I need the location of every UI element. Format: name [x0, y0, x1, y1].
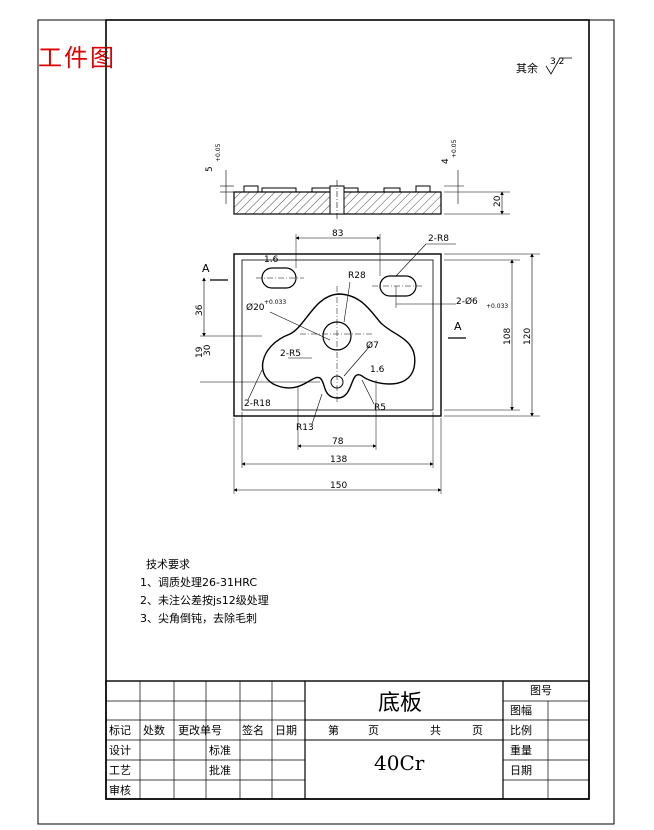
roughness-value: 3.2 — [550, 57, 564, 67]
title-block — [105, 680, 590, 800]
section-view: 20 5 +0.05 4 +0.05 — [205, 139, 510, 220]
technical-notes: 技术要求 1、调质处理26-31HRC 2、未注公差按js12级处理 3、尖角倒… — [140, 558, 269, 625]
header-title: 工件图 — [38, 44, 116, 72]
dim-dia7: Ø7 — [366, 340, 379, 351]
page-label: 第 — [328, 723, 339, 737]
note-item-2: 2、未注公差按js12级处理 — [140, 593, 269, 607]
note-item-3: 3、尖角倒钝，去除毛刺 — [140, 611, 257, 625]
plan-view: 83 2-R8 R28 Ø20 +0.033 2-Ø6 +0.033 36 19… — [195, 229, 540, 494]
inner-border — [105, 19, 590, 800]
notes-heading: 技术要求 — [146, 558, 190, 571]
material: 40Cr — [374, 751, 425, 775]
dim-w138: 138 — [330, 455, 347, 465]
row-label-date: 日期 — [275, 724, 297, 737]
dim-hole-r: R28 — [348, 271, 366, 281]
dim-r5-2: 2-R5 — [280, 349, 301, 359]
dim-depth-b: 4 — [441, 158, 451, 164]
dim-d30: 30 — [203, 344, 213, 356]
review-label: 审核 — [109, 783, 131, 797]
dim-w83: 83 — [332, 229, 343, 239]
roughness-mark: 其余 3.2 — [516, 57, 572, 75]
row-label-change: 更改单号 — [178, 723, 222, 737]
dim-r13: R13 — [296, 423, 314, 433]
standard-label: 标准 — [209, 743, 231, 757]
dim-d19: 19 — [195, 346, 205, 358]
note-item-1: 1、调质处理26-31HRC — [140, 576, 257, 589]
weight-label: 重量 — [510, 743, 532, 757]
dim-thickness: 20 — [493, 195, 503, 207]
part-name: 底板 — [378, 691, 422, 716]
sheet-label: 图幅 — [510, 704, 532, 717]
ra-mid: 1.6 — [370, 365, 385, 375]
dim-slot-r: 2-R8 — [428, 234, 449, 244]
row-label-count: 处数 — [143, 724, 165, 737]
total-unit: 页 — [472, 724, 483, 737]
process-label: 工艺 — [109, 764, 131, 777]
dim-w150: 150 — [330, 481, 347, 491]
drawing-no-label: 图号 — [530, 684, 552, 697]
dim-depth-b-tol: +0.05 — [451, 139, 458, 158]
page-unit: 页 — [368, 724, 379, 737]
approve-label: 批准 — [209, 763, 231, 777]
design-label: 设计 — [109, 744, 131, 757]
dim-slot-w-tol: +0.033 — [486, 303, 508, 310]
dim-depth-a: 5 — [205, 166, 215, 172]
dim-h120: 120 — [523, 328, 533, 345]
dim-r18: 2-R18 — [244, 399, 271, 409]
dim-slot-w: 2-Ø6 — [456, 296, 478, 307]
dim-dia20: Ø20 — [246, 302, 265, 313]
dim-d36: 36 — [195, 304, 205, 316]
dim-r5: R5 — [374, 403, 386, 413]
scale-label: 比例 — [510, 723, 532, 737]
section-mark-a-top: A — [202, 262, 210, 275]
date-label: 日期 — [510, 764, 532, 777]
total-label: 共 — [430, 724, 441, 737]
ra-top: 1.6 — [264, 255, 279, 265]
dim-depth-a-tol: +0.05 — [215, 143, 222, 162]
row-label-mark: 标记 — [109, 723, 131, 737]
profile-outline — [261, 293, 416, 399]
title-block-text: 底板 40Cr 图号 图幅 比例 重量 日期 第 页 共 页 标记 处数 更改单… — [109, 684, 552, 797]
dim-h108: 108 — [503, 328, 513, 345]
dim-w78: 78 — [332, 437, 344, 447]
dim-dia20-tol: +0.033 — [264, 299, 286, 306]
section-mark-a-bot: A — [454, 320, 462, 333]
roughness-label: 其余 — [516, 61, 538, 75]
row-label-sign: 签名 — [242, 723, 264, 737]
